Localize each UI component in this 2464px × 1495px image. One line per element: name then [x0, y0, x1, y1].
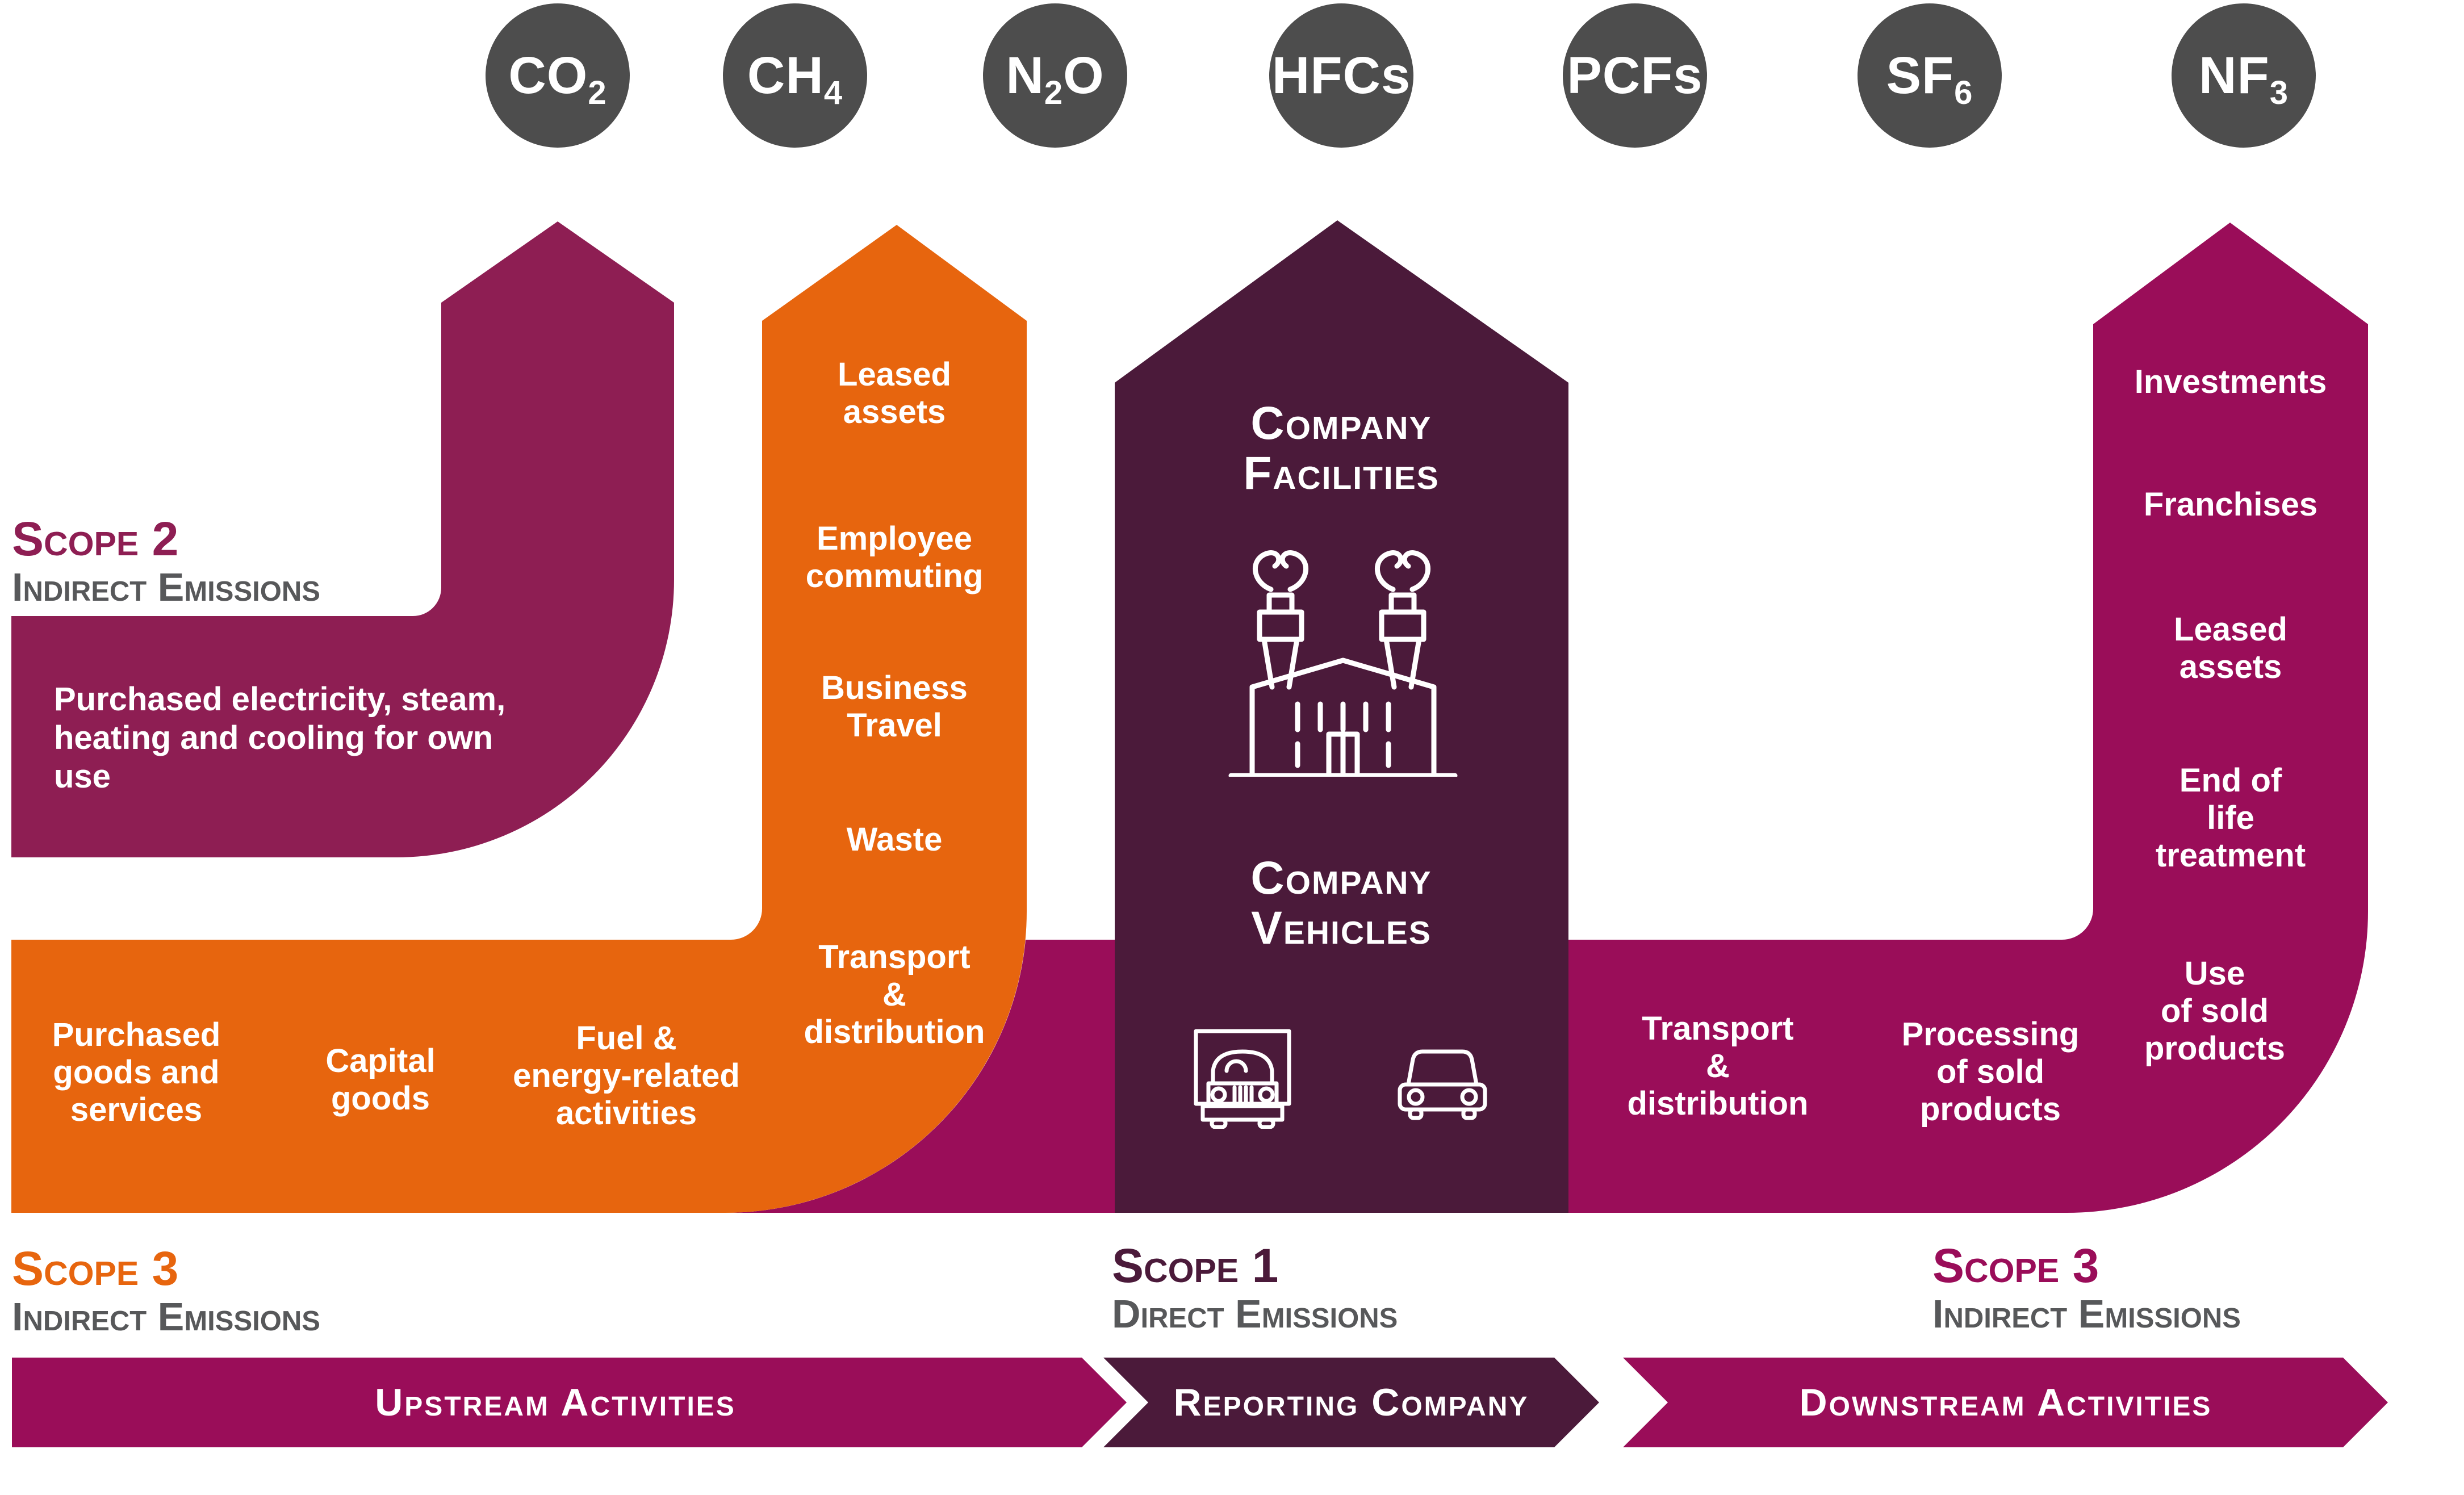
- scope3-upstream-label: Scope 3 Indirect Emissions: [12, 1242, 320, 1339]
- gas-subscript: 3: [2269, 74, 2289, 111]
- gas-label: CO: [508, 46, 588, 104]
- downstream-item-processing-sold: Processing of sold products: [1901, 1016, 2080, 1128]
- gas-subscript: 2: [588, 74, 607, 111]
- downstream-item-franchises: Franchises: [2143, 486, 2318, 523]
- banner-upstream-chevron: [12, 1358, 1127, 1447]
- scope2-label: Scope 2 Indirect Emissions: [12, 513, 320, 609]
- scope2-arrow-shape: [11, 221, 674, 857]
- downstream-item-transport-distribution: Transport & distribution: [1627, 1010, 1809, 1122]
- downstream-item-investments: Investments: [2134, 363, 2327, 400]
- gas-chip-pcfs: PCFs: [1563, 3, 1707, 148]
- scope1-label: Scope 1 Direct Emissions: [1112, 1239, 1398, 1336]
- gas-chip-hfcs: HFCs: [1269, 3, 1413, 148]
- upstream-item-business-travel: Business Travel: [821, 669, 968, 744]
- factory-icon: [1228, 550, 1458, 777]
- banner-reporting-label: Reporting Company: [1173, 1381, 1529, 1424]
- upstream-item-transport-distribution: Transport & distribution: [804, 939, 985, 1050]
- scope1-company-facilities: Company Facilities: [1243, 397, 1440, 499]
- upstream-item-fuel-energy: Fuel & energy-related activities: [513, 1020, 740, 1132]
- scope3-upstream-name: Scope 3: [12, 1242, 179, 1295]
- upstream-item-waste: Waste: [846, 821, 943, 858]
- gas-subscript: 4: [823, 74, 843, 111]
- gas-label: PCFs: [1567, 46, 1703, 104]
- scope1-company-vehicles: Company Vehicles: [1250, 852, 1432, 954]
- scope2-name: Scope 2: [12, 512, 179, 566]
- gas-subscript: 6: [1954, 74, 1973, 111]
- upstream-item-leased-assets: Leased assets: [838, 356, 951, 430]
- banner-downstream-label: Downstream Activities: [1799, 1381, 2212, 1424]
- banner-downstream-chevron: [1623, 1358, 2388, 1447]
- scope3-upstream-arrow-shape: [11, 225, 1027, 1213]
- scope2-item-purchased-energy: Purchased electricity, steam, heating an…: [54, 681, 506, 795]
- upstream-item-employee-commuting: Employee commuting: [805, 520, 984, 594]
- gas-label: NF: [2199, 46, 2270, 104]
- scope3-upstream-type: Indirect Emissions: [12, 1295, 320, 1339]
- gas-label: HFCs: [1271, 46, 1411, 104]
- banner-reporting-chevron: [1103, 1358, 1599, 1447]
- scope3-downstream-name: Scope 3: [1932, 1239, 2099, 1292]
- gas-label: N: [1006, 46, 1044, 104]
- scope3-downstream-label: Scope 3 Indirect Emissions: [1932, 1239, 2241, 1336]
- gas-label: SF: [1886, 46, 1955, 104]
- scope1-name: Scope 1: [1112, 1239, 1279, 1292]
- scope1-type: Direct Emissions: [1112, 1292, 1398, 1336]
- car-icon: [1398, 1049, 1487, 1120]
- scope3-downstream-type: Indirect Emissions: [1932, 1292, 2241, 1336]
- downstream-item-leased-assets: Leased assets: [2174, 611, 2287, 685]
- downstream-item-use-of-sold: Use of sold products: [2144, 955, 2286, 1067]
- upstream-item-capital-goods: Capital goods: [325, 1042, 436, 1117]
- upstream-item-purchased-goods: Purchased goods and services: [52, 1016, 221, 1128]
- downstream-item-end-of-life: End of life treatment: [2155, 762, 2306, 874]
- gas-label: CH: [747, 46, 824, 104]
- truck-icon: [1194, 1029, 1291, 1129]
- banner-upstream-label: Upstream Activities: [375, 1381, 736, 1424]
- scope2-type: Indirect Emissions: [12, 565, 320, 609]
- gas-subscript: 2: [1044, 74, 1064, 111]
